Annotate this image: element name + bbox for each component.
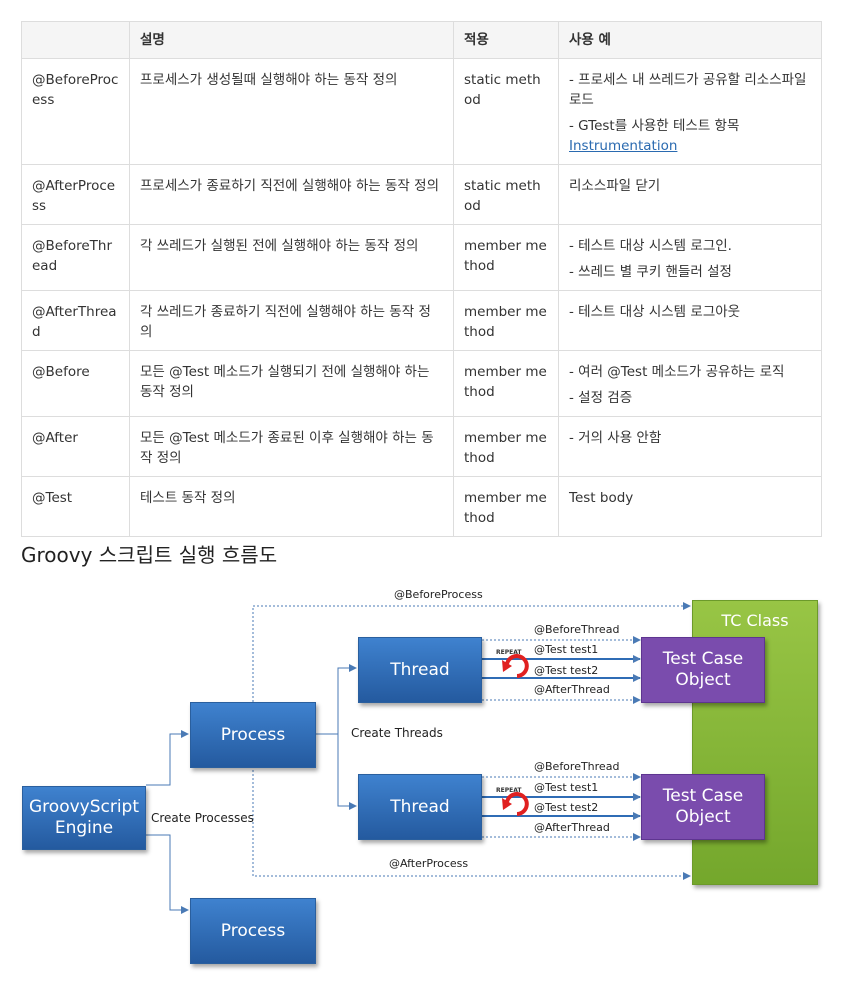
cell-apply: member method bbox=[453, 290, 559, 351]
before-thread-label: @BeforeThread bbox=[534, 623, 620, 636]
before-process-label: @BeforeProcess bbox=[394, 588, 483, 601]
table-row: @AfterThread 각 쓰레드가 종료하기 직전에 실행해야 하는 동작 … bbox=[21, 290, 822, 351]
repeat-label: REPEAT bbox=[496, 649, 522, 656]
annotation-table: 설명 적용 사용 예 @BeforeProcess 프로세스가 생성될때 실행해… bbox=[21, 21, 822, 537]
before-thread-label-2: @BeforeThread bbox=[534, 760, 620, 773]
test2-label-2: @Test test2 bbox=[534, 801, 599, 814]
cell-example: Test body bbox=[558, 476, 822, 537]
example-item: 리소스파일 닫기 bbox=[569, 178, 661, 194]
cell-annotation: @After bbox=[21, 416, 130, 477]
example-item: - 거의 사용 안함 bbox=[569, 430, 662, 446]
diagram-connectors bbox=[146, 602, 691, 914]
after-process-arrow bbox=[252, 766, 691, 880]
test1-label-2: @Test test1 bbox=[534, 781, 599, 794]
create-threads-label: Create Threads bbox=[351, 726, 443, 740]
groovyscript-engine-label: GroovyScript Engine bbox=[29, 797, 140, 838]
cell-apply: static method bbox=[453, 164, 559, 225]
process-box-2: Process bbox=[190, 898, 316, 964]
table-row: @After 모든 @Test 메소드가 종료된 이후 실행해야 하는 동작 정… bbox=[21, 416, 822, 477]
cell-example: - 테스트 대상 시스템 로그인. - 쓰레드 별 쿠키 핸들러 설정 bbox=[558, 224, 822, 291]
process-to-thread2-connector bbox=[316, 733, 357, 810]
thread-box-2: Thread bbox=[358, 774, 482, 840]
cell-description: 프로세스가 생성될때 실행해야 하는 동작 정의 bbox=[129, 58, 454, 165]
header-description: 설명 bbox=[129, 21, 454, 59]
cell-example: - 프로세스 내 쓰레드가 공유할 리소스파일 로드 - GTest를 사용한 … bbox=[558, 58, 822, 165]
repeat-label-2: REPEAT bbox=[496, 787, 522, 794]
test-case-object-box: Test Case Object bbox=[641, 637, 765, 703]
cell-apply: member method bbox=[453, 350, 559, 417]
groovyscript-engine-box: GroovyScript Engine bbox=[22, 786, 146, 850]
example-item: - 쓰레드 별 쿠키 핸들러 설정 bbox=[569, 264, 732, 280]
cell-description: 모든 @Test 메소드가 실행되기 전에 실행해야 하는 동작 정의 bbox=[129, 350, 454, 417]
thread-label-2: Thread bbox=[390, 797, 450, 817]
example-item: - 여러 @Test 메소드가 공유하는 로직 bbox=[569, 364, 785, 380]
section-title: Groovy 스크립트 실행 흐름도 bbox=[21, 543, 278, 567]
cell-example: - 거의 사용 안함 bbox=[558, 416, 822, 477]
table-row: @AfterProcess 프로세스가 종료하기 직전에 실행해야 하는 동작 … bbox=[21, 164, 822, 225]
tc-class-label: TC Class bbox=[721, 611, 789, 630]
header-annotation bbox=[21, 21, 130, 59]
repeat-loop-arrowhead-2 bbox=[502, 798, 512, 810]
process-box: Process bbox=[190, 702, 316, 768]
cell-annotation: @AfterThread bbox=[21, 290, 130, 351]
engine-to-process2-connector bbox=[146, 834, 189, 914]
before-process-arrow bbox=[252, 602, 691, 702]
thread-label: Thread bbox=[390, 660, 450, 680]
repeat-loop-arrowhead bbox=[502, 660, 512, 672]
cell-apply: member method bbox=[453, 476, 559, 537]
example-item: - 테스트 대상 시스템 로그인. bbox=[569, 238, 732, 254]
table-row: @Test 테스트 동작 정의 member method Test body bbox=[21, 476, 822, 537]
test1-label: @Test test1 bbox=[534, 643, 599, 656]
cell-annotation: @BeforeProcess bbox=[21, 58, 130, 165]
header-apply: 적용 bbox=[453, 21, 559, 59]
execution-flow-diagram: TC Class GroovyScript Engine Process Pro… bbox=[0, 580, 841, 982]
thread-box: Thread bbox=[358, 637, 482, 703]
repeat-loop-icon bbox=[505, 654, 529, 678]
cell-annotation: @Test bbox=[21, 476, 130, 537]
table-row: @BeforeProcess 프로세스가 생성될때 실행해야 하는 동작 정의 … bbox=[21, 58, 822, 165]
repeat-loop-icon-2 bbox=[505, 792, 529, 816]
create-processes-label: Create Processes bbox=[151, 811, 254, 825]
table-header-row: 설명 적용 사용 예 bbox=[21, 21, 822, 59]
cell-example: 리소스파일 닫기 bbox=[558, 164, 822, 225]
cell-apply: member method bbox=[453, 224, 559, 291]
engine-to-process-connector bbox=[146, 730, 189, 786]
test-case-object-box-2: Test Case Object bbox=[641, 774, 765, 840]
cell-description: 프로세스가 종료하기 직전에 실행해야 하는 동작 정의 bbox=[129, 164, 454, 225]
test-case-object-label: Test Case Object bbox=[662, 649, 744, 690]
cell-annotation: @BeforeThread bbox=[21, 224, 130, 291]
after-thread-label: @AfterThread bbox=[534, 683, 610, 696]
instrumentation-link[interactable]: Instrumentation bbox=[569, 138, 678, 154]
table-row: @BeforeThread 각 쓰레드가 실행된 전에 실행해야 하는 동작 정… bbox=[21, 224, 822, 291]
test2-label: @Test test2 bbox=[534, 664, 599, 677]
cell-description: 각 쓰레드가 종료하기 직전에 실행해야 하는 동작 정의 bbox=[129, 290, 454, 351]
process-label: Process bbox=[220, 725, 286, 745]
example-item: - 설정 검증 bbox=[569, 390, 633, 406]
cell-apply: static method bbox=[453, 58, 559, 165]
cell-annotation: @AfterProcess bbox=[21, 164, 130, 225]
cell-example: - 테스트 대상 시스템 로그아웃 bbox=[558, 290, 822, 351]
cell-apply: member method bbox=[453, 416, 559, 477]
after-process-label: @AfterProcess bbox=[389, 857, 469, 870]
example-item: - 테스트 대상 시스템 로그아웃 bbox=[569, 304, 741, 320]
example-item: Test body bbox=[569, 490, 634, 506]
test-case-object-label-2: Test Case Object bbox=[662, 786, 744, 827]
cell-description: 각 쓰레드가 실행된 전에 실행해야 하는 동작 정의 bbox=[129, 224, 454, 291]
process-to-thread-connector bbox=[316, 664, 357, 735]
table-row: @Before 모든 @Test 메소드가 실행되기 전에 실행해야 하는 동작… bbox=[21, 350, 822, 417]
header-example: 사용 예 bbox=[558, 21, 822, 59]
cell-description: 모든 @Test 메소드가 종료된 이후 실행해야 하는 동작 정의 bbox=[129, 416, 454, 477]
after-thread-label-2: @AfterThread bbox=[534, 821, 610, 834]
cell-annotation: @Before bbox=[21, 350, 130, 417]
process-label-2: Process bbox=[220, 921, 286, 941]
cell-example: - 여러 @Test 메소드가 공유하는 로직 - 설정 검증 bbox=[558, 350, 822, 417]
example-item: - 프로세스 내 쓰레드가 공유할 리소스파일 로드 bbox=[569, 72, 807, 108]
cell-description: 테스트 동작 정의 bbox=[129, 476, 454, 537]
